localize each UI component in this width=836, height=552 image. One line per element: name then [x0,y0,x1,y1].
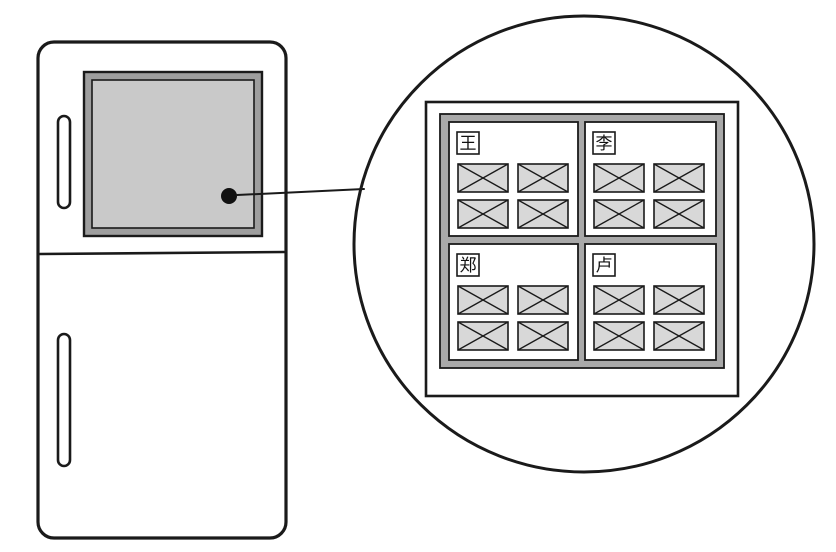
photo-placeholder [653,163,705,193]
photo-placeholder [593,321,645,351]
photo-placeholder-cross [517,321,569,351]
profile-name-tag [592,253,616,277]
photo-placeholder [653,199,705,229]
profile-panel: 李 [584,121,717,237]
profile-panel: 卢 [584,243,717,361]
profile-panel: 王 [448,121,579,237]
photo-placeholder-cross [593,285,645,315]
magnified-view: 王 李郑 卢 [352,14,816,474]
fridge-screen [82,70,264,238]
photo-placeholder-cross [653,285,705,315]
photo-placeholder [517,199,569,229]
photo-placeholder-cross [517,285,569,315]
photo-placeholder [517,163,569,193]
photo-placeholder-cross [653,321,705,351]
photo-placeholder-cross [653,199,705,229]
photo-placeholder-cross [517,199,569,229]
photo-placeholder-cross [517,163,569,193]
photo-placeholder [457,199,509,229]
profile-name-tag [456,131,480,155]
profile-name-tag [592,131,616,155]
photo-placeholder [517,285,569,315]
photo-placeholder [457,321,509,351]
photo-placeholder [593,163,645,193]
photo-placeholder [457,163,509,193]
upper-door-handle [56,114,72,210]
profile-name: 卢 [596,256,613,276]
photo-placeholder-cross [457,163,509,193]
refrigerator [36,40,288,540]
profile-name-tag [456,253,480,277]
photo-placeholder-cross [457,285,509,315]
profile-name: 李 [596,134,613,154]
fridge-body [36,40,288,540]
photo-placeholder-cross [593,163,645,193]
callout-dot [221,188,237,204]
lower-door-handle [56,332,72,468]
fridge-screen-display [91,79,255,229]
photo-placeholder [593,285,645,315]
photo-placeholder [593,199,645,229]
profile-grid: 王 李郑 卢 [448,121,717,361]
photo-placeholder [653,321,705,351]
fridge-door-divider [38,250,286,256]
photo-placeholder [457,285,509,315]
photo-placeholder [517,321,569,351]
photo-placeholder [653,285,705,315]
photo-placeholder-cross [593,321,645,351]
photo-placeholder-cross [593,199,645,229]
photo-placeholder-cross [653,163,705,193]
callout-leader-line [236,188,365,196]
profile-name: 王 [460,134,477,154]
profile-panel: 郑 [448,243,579,361]
photo-placeholder-cross [457,321,509,351]
magnify-circle [352,14,816,474]
profile-name: 郑 [460,256,477,276]
photo-placeholder-cross [457,199,509,229]
